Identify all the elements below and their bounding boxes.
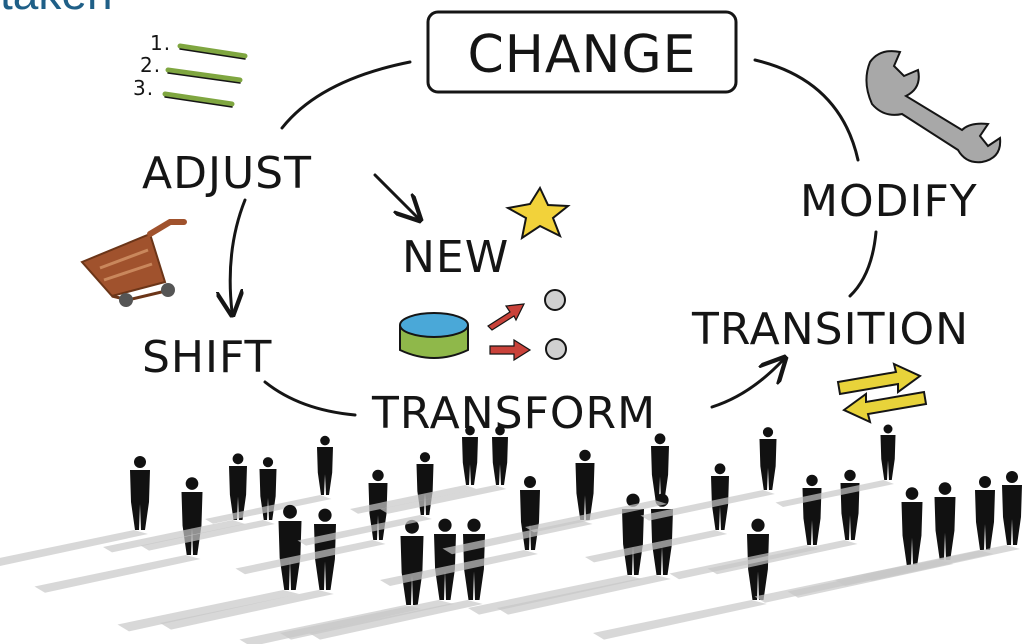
- word-new: NEW: [402, 232, 509, 283]
- person-silhouette: [400, 519, 424, 605]
- connector-modify-transition: [848, 230, 878, 298]
- person-shadow: [309, 600, 483, 640]
- word-adjust: ADJUST: [142, 148, 312, 199]
- person-shadow: [497, 575, 671, 615]
- connector-lines: [230, 58, 878, 417]
- center-word: CHANGE: [467, 25, 696, 85]
- person-silhouette: [622, 493, 644, 575]
- person-shadow: [160, 590, 334, 630]
- cylinder-icon: [399, 312, 469, 359]
- connector-transform-transition: [710, 360, 783, 409]
- person-silhouette: [1002, 471, 1022, 545]
- person-shadow: [707, 540, 858, 575]
- person-shadow: [380, 550, 538, 586]
- person-shadow: [350, 485, 477, 514]
- partial-title: taken: [0, 0, 113, 16]
- connector-shift-transform: [263, 380, 357, 417]
- person-shadow: [103, 520, 246, 553]
- checklist-number-3: 3.: [133, 76, 154, 100]
- person-silhouette: [711, 463, 729, 530]
- person-silhouette: [651, 433, 669, 500]
- person-silhouette: [317, 435, 333, 495]
- person-silhouette: [278, 504, 302, 590]
- word-shift: SHIFT: [142, 332, 272, 383]
- wrench-icon: [865, 50, 1002, 164]
- person-shadow: [442, 520, 593, 555]
- word-transition: TRANSITION: [691, 304, 969, 355]
- person-shadow: [525, 500, 668, 533]
- person-silhouette: [934, 482, 956, 560]
- connector-change-modify: [753, 58, 860, 162]
- word-transform: TRANSFORM: [371, 388, 656, 439]
- checklist-number-1: 1.: [150, 31, 171, 55]
- person-silhouette: [747, 518, 769, 600]
- person-shadow: [593, 600, 767, 640]
- person-silhouette: [901, 487, 923, 565]
- connector-adjust-shift: [230, 198, 247, 312]
- person-silhouette: [880, 424, 896, 480]
- connector-adjust-new: [373, 173, 418, 218]
- exchange-arrows-icon: [836, 362, 928, 424]
- person-shadow: [205, 495, 332, 524]
- person-silhouette: [130, 456, 150, 530]
- person-shadow: [140, 520, 275, 551]
- person-silhouette: [229, 453, 247, 520]
- person-shadow: [775, 480, 894, 507]
- cart-icon: [80, 219, 187, 307]
- connector-change-adjust: [280, 60, 412, 130]
- word-modify: MODIFY: [800, 176, 978, 227]
- person-silhouette: [975, 476, 995, 550]
- checklist-icon: 1. 2. 3.: [133, 31, 248, 108]
- person-shadow: [862, 545, 1020, 581]
- person-shadow: [117, 590, 300, 632]
- person-silhouette: [840, 469, 860, 540]
- person-silhouette: [434, 518, 456, 600]
- person-shadow: [380, 485, 507, 514]
- person-silhouette: [181, 477, 203, 555]
- crowd-silhouettes: [0, 424, 1022, 644]
- person-shadow: [280, 600, 454, 640]
- checklist-number-2: 2.: [140, 53, 161, 77]
- change-box: CHANGE: [426, 10, 738, 94]
- person-shadow: [297, 515, 432, 546]
- person-silhouette: [492, 425, 508, 485]
- person-shadow: [585, 530, 728, 563]
- star-icon: [505, 185, 571, 241]
- person-silhouette: [802, 474, 822, 545]
- person-silhouette: [759, 427, 777, 490]
- person-silhouette: [575, 449, 595, 520]
- process-arrows-icon: [487, 289, 567, 362]
- person-shadow: [468, 575, 642, 615]
- person-shadow: [235, 540, 386, 575]
- person-shadow: [34, 555, 201, 593]
- person-shadow: [640, 490, 775, 521]
- person-silhouette: [462, 425, 478, 485]
- person-shadow: [0, 530, 148, 566]
